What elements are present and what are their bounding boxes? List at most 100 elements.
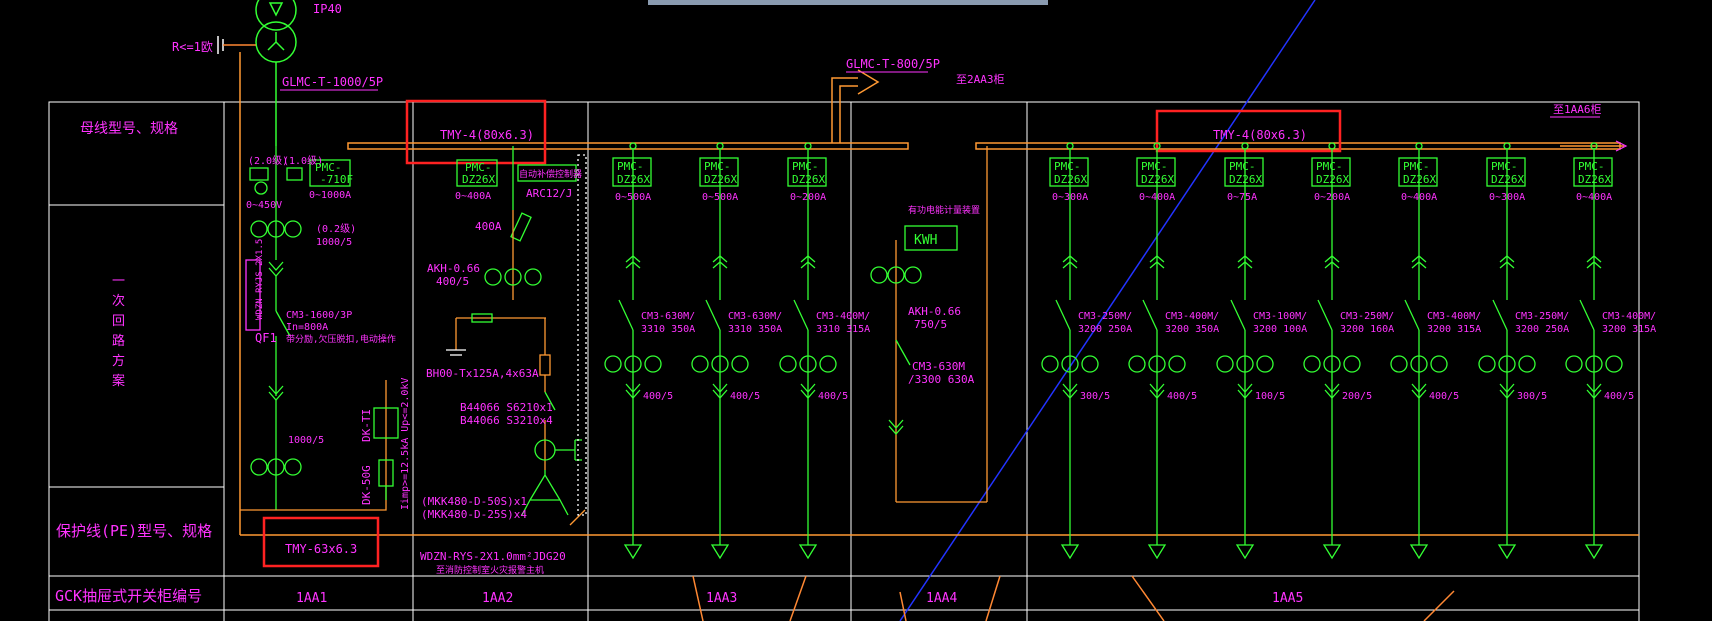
row-label-pe: 保护线(PE)型号、规格 bbox=[56, 522, 212, 540]
p5-range-3: 0~75A bbox=[1227, 192, 1257, 203]
p5-range-5: 0~400A bbox=[1401, 192, 1437, 203]
p5-pmc-3: PMC-DZ26X bbox=[1229, 160, 1262, 186]
p5-pmc-5: PMC-DZ26X bbox=[1403, 160, 1436, 186]
p3-breaker-3: CM3-400M/3310 315A bbox=[816, 311, 870, 335]
p5-ct-2: 400/5 bbox=[1167, 391, 1197, 402]
p1-breaker: CM3-1600/3P bbox=[286, 310, 352, 321]
panel-number-hatch bbox=[692, 575, 1455, 621]
p5-ct-4: 200/5 bbox=[1342, 391, 1372, 402]
p5-feeder-6: PMC-DZ26X 0~300A CM3-250M/3200 250A 300/5 bbox=[1478, 142, 1569, 560]
p3-range-1: 0~500A bbox=[615, 192, 651, 203]
panel-number-2: 1AA2 bbox=[482, 591, 513, 606]
busbar-to-next: 至1AA6柜 bbox=[1553, 103, 1602, 116]
transformer-symbol bbox=[255, 0, 297, 63]
p5-pmc-2: PMC-DZ26X bbox=[1141, 160, 1174, 186]
panel-4-circuit bbox=[870, 146, 988, 503]
p5-breaker-5: CM3-400M/3200 315A bbox=[1427, 311, 1481, 335]
p5-ct-6: 300/5 bbox=[1517, 391, 1547, 402]
highlight-box-busbar-right[interactable] bbox=[1155, 109, 1342, 153]
p2-cap2: B44066 S3210x4 bbox=[460, 414, 553, 427]
p2-cap1: B44066 S6210x1 bbox=[460, 401, 553, 414]
p5-breaker-7: CM3-400M/3200 315A bbox=[1602, 311, 1656, 335]
p3-ct-3: 400/5 bbox=[818, 391, 848, 402]
ground-resistance-label: R<=1欧 bbox=[172, 40, 213, 54]
p5-pmc-7: PMC-DZ26X bbox=[1578, 160, 1611, 186]
p2-fuse: 400A bbox=[475, 220, 502, 233]
panel-number-4: 1AA4 bbox=[926, 591, 957, 606]
p3-breaker-2: CM3-630M/3310 350A bbox=[728, 311, 782, 335]
p1-spd1: DK-TI bbox=[360, 409, 373, 442]
p5-ct-7: 400/5 bbox=[1604, 391, 1634, 402]
p5-breaker-6: CM3-250M/3200 250A bbox=[1515, 311, 1569, 335]
highlight-box-busbar-left[interactable] bbox=[405, 99, 547, 165]
panel-number-5: 1AA5 bbox=[1272, 591, 1303, 606]
p5-breaker-2: CM3-400M/3200 350A bbox=[1165, 311, 1219, 335]
p2-contactor: BH00-Tx125A,4x63A bbox=[426, 367, 539, 380]
row-label-panel-no: GCK抽屉式开关柜编号 bbox=[55, 587, 202, 605]
p5-breaker-4: CM3-250M/3200 160A bbox=[1340, 311, 1394, 335]
transformer-ip-label: IP40 bbox=[313, 2, 342, 16]
p5-pmc-6: PMC-DZ26X bbox=[1491, 160, 1524, 186]
p5-range-4: 0~200A bbox=[1314, 192, 1350, 203]
p5-feeder-2: PMC-DZ26X 0~400A CM3-400M/3200 350A 400/5 bbox=[1128, 142, 1219, 560]
p1-ct-ratio: 1000/5 bbox=[316, 237, 352, 248]
p2-cable: WDZN-RYS-2X1.0mm²JDG20 bbox=[420, 550, 566, 563]
panel-number-1: 1AA1 bbox=[296, 591, 327, 606]
p3-breaker-1: CM3-630M/3310 350A bbox=[641, 311, 695, 335]
p5-ct-1: 300/5 bbox=[1080, 391, 1110, 402]
incoming-cable-label: GLMC-T-1000/5P bbox=[282, 75, 383, 89]
row-label-busbar: 母线型号、规格 bbox=[80, 121, 178, 137]
outgoing-cable-dest: 至2AA3柜 bbox=[956, 73, 1005, 86]
p5-breaker-1: CM3-250M/3200 250A bbox=[1078, 311, 1132, 335]
p1-spd2: DK-50G bbox=[360, 465, 373, 505]
p5-feeder-7: PMC-DZ26X 0~400A CM3-400M/3200 315A 400/5 bbox=[1565, 142, 1656, 560]
p3-feeder-1: PMC-DZ26X 0~500A CM3-630M/3310 350A 400/5 bbox=[604, 142, 695, 560]
p1-breaker-note: 带分励,欠压脱扣,电动操作 bbox=[286, 333, 396, 345]
p3-range-2: 0~500A bbox=[702, 192, 738, 203]
p5-feeder-1: PMC-DZ26X 0~300A CM3-250M/3200 250A 300/5 bbox=[1041, 142, 1132, 560]
p5-pmc-1: PMC-DZ26X bbox=[1054, 160, 1087, 186]
p1-meter-a: (2.0级) bbox=[248, 155, 288, 167]
p1-ct2: 1000/5 bbox=[288, 435, 324, 446]
p1-spd-note: Iimp>=12.5kA Up<=2.0kV bbox=[400, 378, 411, 510]
p1-breaker-in: In=800A bbox=[286, 322, 328, 333]
p5-ct-3: 100/5 bbox=[1255, 391, 1285, 402]
p5-ct-5: 400/5 bbox=[1429, 391, 1459, 402]
p1-volt-range: 0~450V bbox=[246, 200, 282, 211]
pe-label: TMY-63x6.3 bbox=[285, 542, 357, 556]
p5-range-6: 0~300A bbox=[1489, 192, 1525, 203]
outgoing-arrow bbox=[857, 69, 880, 95]
p3-ct-1: 400/5 bbox=[643, 391, 673, 402]
panel-2-circuit bbox=[446, 146, 587, 526]
p5-range-1: 0~300A bbox=[1052, 192, 1088, 203]
p3-pmc-1: PMC-DZ26X bbox=[617, 160, 650, 186]
busbar-label-left: TMY-4(80x6.3) bbox=[440, 128, 534, 142]
outgoing-tap bbox=[831, 77, 858, 143]
p3-range-3: 0~200A bbox=[790, 192, 826, 203]
p1-cable: WDZN-RYJS 2X1.5 bbox=[255, 239, 265, 320]
p4-kwh: KWH bbox=[914, 233, 937, 248]
row-label-scheme: 一次回路方案 bbox=[112, 274, 125, 389]
p2-arc: ARC12/J bbox=[526, 187, 572, 200]
highlight-box-pe[interactable] bbox=[262, 516, 380, 568]
p4-meter-note: 有功电能计量装置 bbox=[908, 204, 980, 216]
p1-breaker-tag: QF1 bbox=[255, 331, 277, 345]
p5-breaker-3: CM3-100M/3200 100A bbox=[1253, 311, 1307, 335]
p4-breaker: CM3-630M/3300 630A bbox=[908, 360, 975, 386]
p2-cap4: (MKK480-D-25S)x4 bbox=[421, 508, 527, 521]
main-busbar bbox=[347, 142, 1624, 150]
p5-range-7: 0~400A bbox=[1576, 192, 1612, 203]
p3-ct-2: 400/5 bbox=[730, 391, 760, 402]
p5-range-2: 0~400A bbox=[1139, 192, 1175, 203]
p1-ct-class: (0.2级) bbox=[316, 223, 356, 235]
top-scroll-bar[interactable] bbox=[648, 0, 1048, 5]
panel-1-circuit bbox=[240, 146, 399, 511]
p5-feeder-5: PMC-DZ26X 0~400A CM3-400M/3200 315A 400/5 bbox=[1390, 142, 1481, 560]
ground-symbol bbox=[217, 36, 256, 54]
